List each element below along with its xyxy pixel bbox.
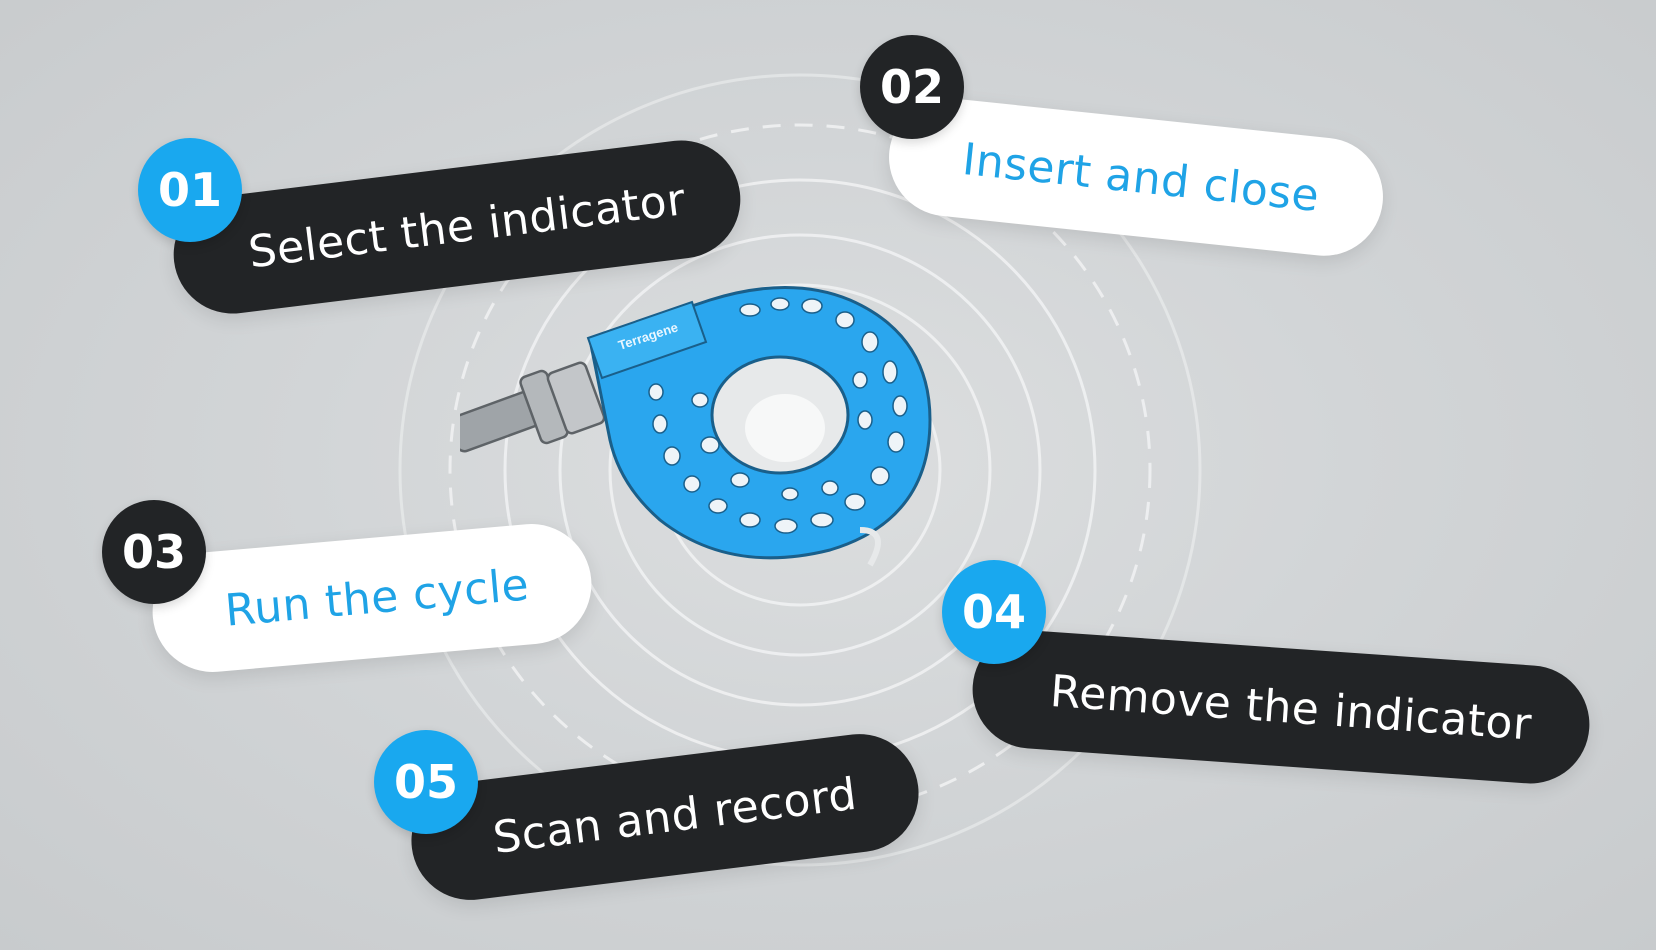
step-05-number: 05 — [393, 755, 458, 809]
step-01-label: Select the indicator — [245, 173, 689, 278]
step-03-badge: 03 — [102, 500, 206, 604]
step-02-label: Insert and close — [960, 133, 1322, 222]
indicator-device-illustration: Terragene — [460, 286, 932, 567]
step-05-badge: 05 — [374, 730, 478, 834]
step-04-badge: 04 — [942, 560, 1046, 664]
step-04-label: Remove the indicator — [1048, 665, 1534, 750]
step-03-number: 03 — [121, 525, 186, 579]
probe-nozzle — [460, 361, 606, 453]
step-04-number: 04 — [961, 585, 1026, 639]
step-02-badge: 02 — [860, 35, 964, 139]
step-03-label: Run the cycle — [222, 558, 532, 637]
step-05-label: Scan and record — [490, 768, 860, 864]
device-body — [586, 286, 932, 567]
step-01-badge: 01 — [138, 138, 242, 242]
step-01-number: 01 — [157, 163, 222, 217]
step-02-number: 02 — [879, 60, 944, 114]
